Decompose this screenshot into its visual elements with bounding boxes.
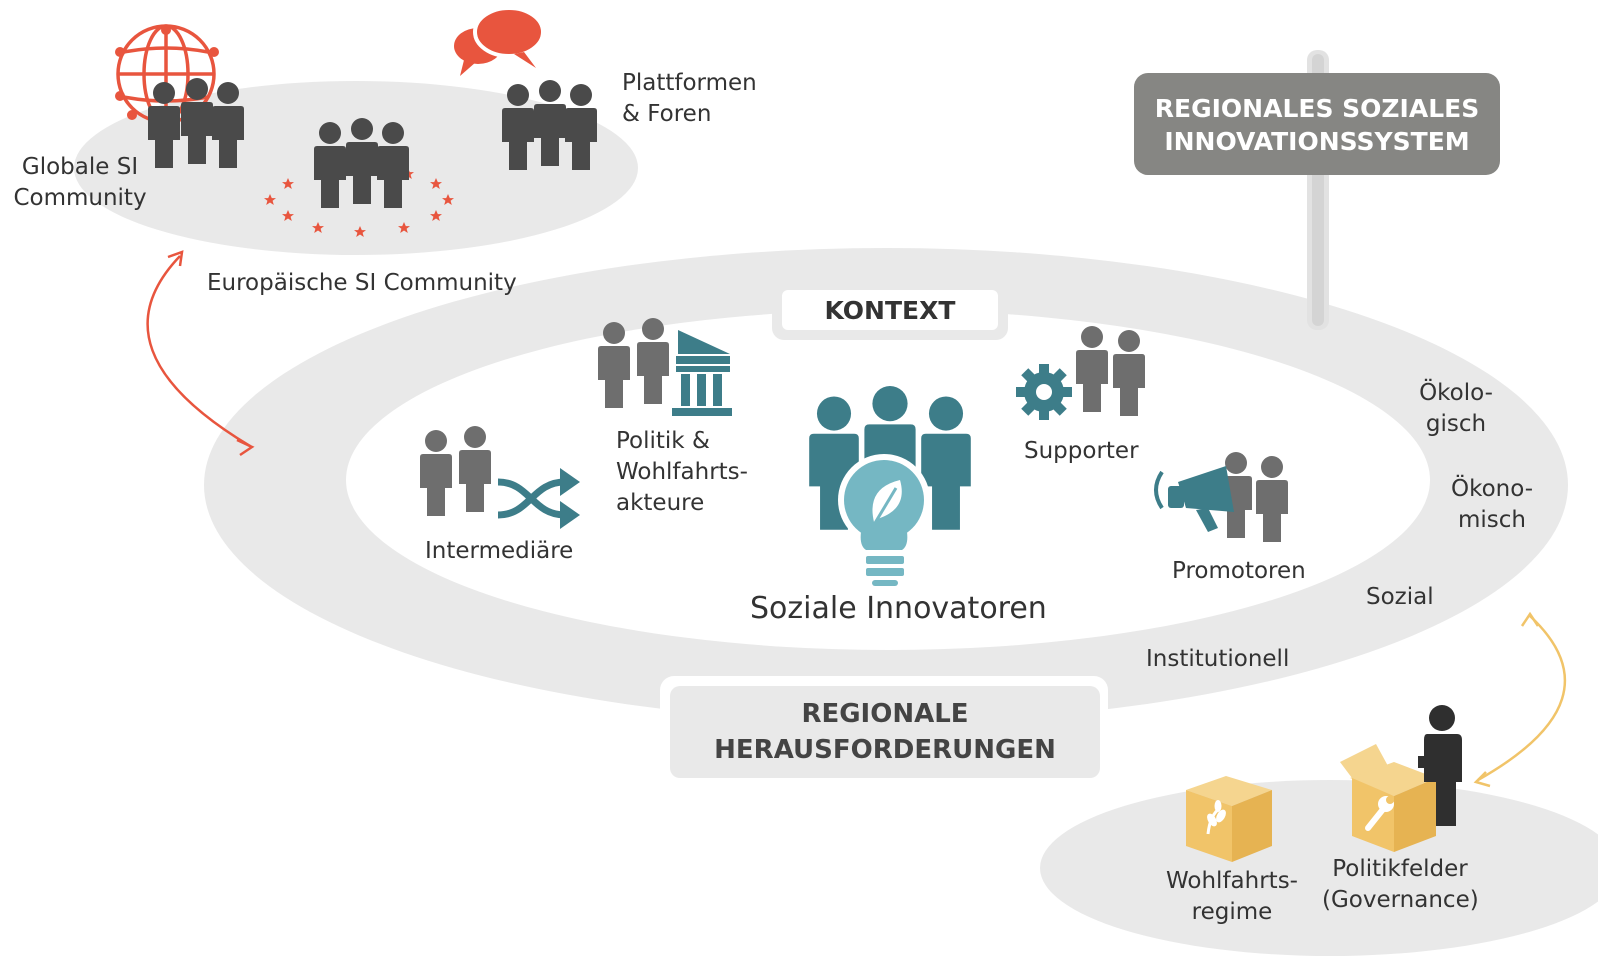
kontext-label: KONTEXT bbox=[824, 295, 956, 325]
wrench-box-icon bbox=[1340, 744, 1436, 852]
platforms-label: Plattformen& Foren bbox=[622, 70, 757, 127]
european-community-label: Europäische SI Community bbox=[207, 270, 517, 296]
oekologisch-label: Ökolo-gisch bbox=[1419, 380, 1493, 437]
oekonomisch-label: Ökono-misch bbox=[1450, 476, 1534, 533]
governance-person bbox=[1418, 705, 1462, 826]
institutionell-label: Institutionell bbox=[1146, 646, 1290, 672]
leaf-box-icon bbox=[1186, 776, 1272, 862]
megaphone-icon bbox=[1154, 466, 1234, 532]
intermediaere-label: Intermediäre bbox=[425, 538, 574, 564]
signpost-board bbox=[1134, 73, 1500, 175]
shuffle-arrows-icon bbox=[497, 478, 566, 519]
politikfelder-label: Politikfelder(Governance) bbox=[1322, 856, 1479, 913]
gear-icon bbox=[1016, 364, 1072, 420]
global-person-group bbox=[148, 78, 244, 168]
politik-label: Politik &Wohlfahrts-akteure bbox=[616, 428, 748, 516]
governance-ellipse bbox=[1040, 780, 1598, 956]
promotoren-label: Promotoren bbox=[1172, 558, 1306, 584]
global-regional-link-arrow bbox=[146, 250, 255, 457]
european-person-group bbox=[314, 118, 409, 208]
innovatoren-label: Soziale Innovatoren bbox=[750, 591, 1047, 626]
lightbulb-leaf-icon bbox=[838, 454, 930, 586]
sozial-label: Sozial bbox=[1366, 584, 1434, 610]
regional-governance-link-arrow bbox=[1473, 611, 1567, 788]
platform-person-group bbox=[502, 80, 597, 170]
parliament-building-icon bbox=[672, 330, 732, 416]
wohlfahrt-label: Wohlfahrts-regime bbox=[1166, 868, 1298, 925]
speech-bubbles-icon bbox=[454, 6, 545, 76]
supporter-label: Supporter bbox=[1024, 438, 1139, 464]
